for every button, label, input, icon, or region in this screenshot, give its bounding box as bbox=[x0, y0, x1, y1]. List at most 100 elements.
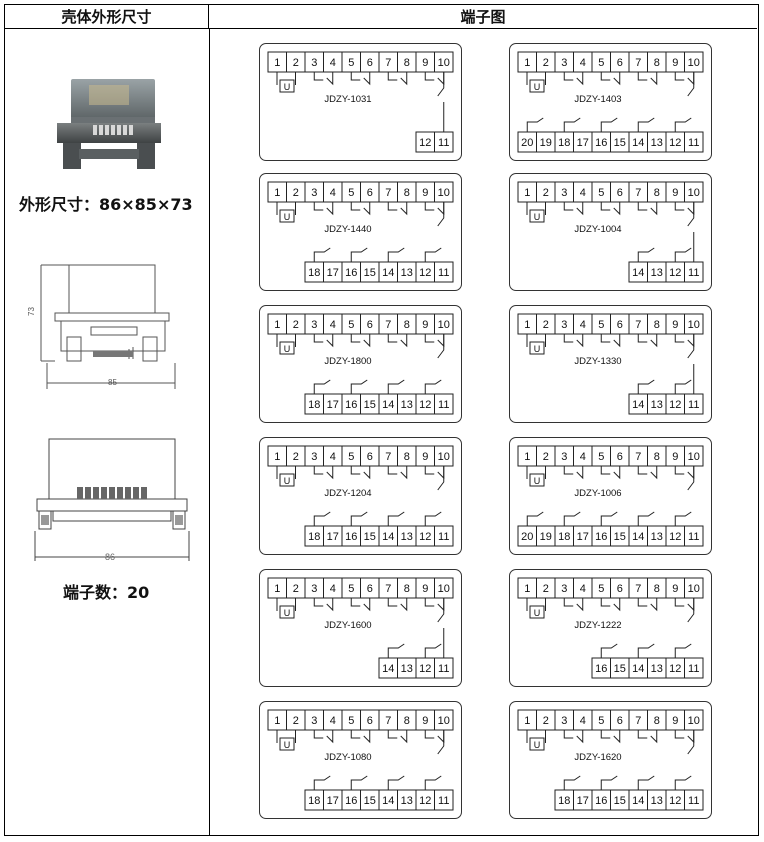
terminal-cell bbox=[434, 313, 454, 335]
terminal-cell bbox=[684, 709, 704, 731]
terminal-cell bbox=[434, 51, 454, 73]
terminal-number: 5 bbox=[348, 451, 354, 463]
terminal-number: 20 bbox=[521, 531, 533, 543]
terminal-number: 18 bbox=[308, 399, 320, 411]
terminal-number: 7 bbox=[385, 583, 391, 595]
terminal-number: 1 bbox=[274, 583, 280, 595]
terminal-cell bbox=[684, 51, 704, 73]
terminal-number: 11 bbox=[688, 137, 699, 149]
model-label: JDZY-1031 bbox=[324, 94, 371, 105]
relay-coil-symbol: U bbox=[534, 344, 541, 354]
terminal-number: 16 bbox=[595, 137, 607, 149]
terminal-number: 4 bbox=[330, 583, 336, 595]
terminal-number: 13 bbox=[401, 267, 413, 279]
model-label: JDZY-1006 bbox=[574, 488, 621, 499]
terminal-cell bbox=[434, 525, 454, 547]
model-label: JDZY-1004 bbox=[574, 224, 621, 235]
terminal-number: 7 bbox=[385, 451, 391, 463]
terminal-number: 15 bbox=[364, 267, 376, 279]
terminal-number: 18 bbox=[558, 137, 570, 149]
terminal-number: 7 bbox=[635, 451, 641, 463]
relay-coil-symbol: U bbox=[284, 476, 291, 486]
terminal-number: 5 bbox=[348, 583, 354, 595]
terminal-number: 4 bbox=[330, 451, 336, 463]
terminal-number: 8 bbox=[404, 715, 410, 727]
terminal-number: 2 bbox=[293, 715, 299, 727]
terminal-number: 16 bbox=[595, 795, 607, 807]
terminal-number: 13 bbox=[651, 137, 663, 149]
terminal-number: 4 bbox=[330, 187, 336, 199]
terminal-number: 17 bbox=[327, 399, 339, 411]
terminal-number: 11 bbox=[688, 267, 699, 279]
terminal-number: 4 bbox=[330, 57, 336, 69]
terminal-number: 2 bbox=[543, 583, 549, 595]
terminal-number: 14 bbox=[382, 795, 394, 807]
terminal-number: 6 bbox=[617, 319, 623, 331]
relay-coil-symbol: U bbox=[284, 608, 291, 618]
model-label: JDZY-1222 bbox=[574, 620, 621, 631]
relay-coil-symbol: U bbox=[534, 740, 541, 750]
terminal-number: 20 bbox=[521, 137, 533, 149]
model-label: JDZY-1800 bbox=[324, 356, 371, 367]
terminal-number: 6 bbox=[367, 319, 373, 331]
terminal-cell bbox=[434, 657, 454, 679]
terminal-number: 8 bbox=[654, 715, 660, 727]
relay-coil-symbol: U bbox=[534, 476, 541, 486]
terminal-cell bbox=[434, 393, 454, 415]
terminal-number: 11 bbox=[438, 663, 449, 675]
relay-coil-symbol: U bbox=[534, 212, 541, 222]
model-label: JDZY-1330 bbox=[574, 356, 621, 367]
terminal-number: 1 bbox=[524, 57, 530, 69]
terminal-number: 15 bbox=[614, 663, 626, 675]
relay-coil-box bbox=[529, 473, 545, 487]
terminal-number: 10 bbox=[688, 57, 700, 69]
relay-coil-box bbox=[279, 341, 295, 355]
terminal-number: 8 bbox=[654, 57, 660, 69]
terminal-number: 3 bbox=[311, 451, 317, 463]
terminal-number: 1 bbox=[524, 187, 530, 199]
terminal-number: 6 bbox=[617, 715, 623, 727]
terminal-number: 7 bbox=[635, 583, 641, 595]
relay-coil-symbol: U bbox=[284, 212, 291, 222]
terminal-number: 10 bbox=[438, 187, 450, 199]
terminal-number: 9 bbox=[422, 583, 428, 595]
terminal-number: 10 bbox=[688, 319, 700, 331]
terminal-number: 3 bbox=[561, 319, 567, 331]
terminal-number: 7 bbox=[635, 319, 641, 331]
terminal-number: 6 bbox=[367, 187, 373, 199]
terminal-number: 13 bbox=[401, 663, 413, 675]
terminal-number: 2 bbox=[543, 451, 549, 463]
relay-coil-symbol: U bbox=[534, 82, 541, 92]
terminal-number: 7 bbox=[385, 187, 391, 199]
terminal-number: 2 bbox=[293, 57, 299, 69]
terminal-number: 11 bbox=[438, 267, 449, 279]
relay-coil-box bbox=[279, 79, 295, 93]
terminal-number: 9 bbox=[672, 319, 678, 331]
terminal-number: 9 bbox=[422, 715, 428, 727]
terminal-number: 8 bbox=[404, 57, 410, 69]
terminal-number: 6 bbox=[367, 57, 373, 69]
terminal-number: 13 bbox=[651, 795, 663, 807]
terminal-number: 15 bbox=[614, 531, 626, 543]
terminal-number: 17 bbox=[327, 267, 339, 279]
terminal-number: 3 bbox=[311, 715, 317, 727]
terminal-number: 10 bbox=[438, 451, 450, 463]
terminal-number: 1 bbox=[274, 451, 280, 463]
header-terminal-diagrams: 端子图 bbox=[209, 5, 757, 29]
terminal-cell bbox=[434, 131, 454, 153]
terminal-number: 17 bbox=[327, 795, 339, 807]
model-label: JDZY-1440 bbox=[324, 224, 371, 235]
terminal-number: 2 bbox=[293, 319, 299, 331]
terminal-number: 18 bbox=[308, 267, 320, 279]
terminal-number: 14 bbox=[382, 531, 394, 543]
terminal-number: 5 bbox=[348, 319, 354, 331]
terminal-number: 5 bbox=[598, 187, 604, 199]
terminal-number: 11 bbox=[438, 531, 449, 543]
terminal-number: 16 bbox=[595, 663, 607, 675]
